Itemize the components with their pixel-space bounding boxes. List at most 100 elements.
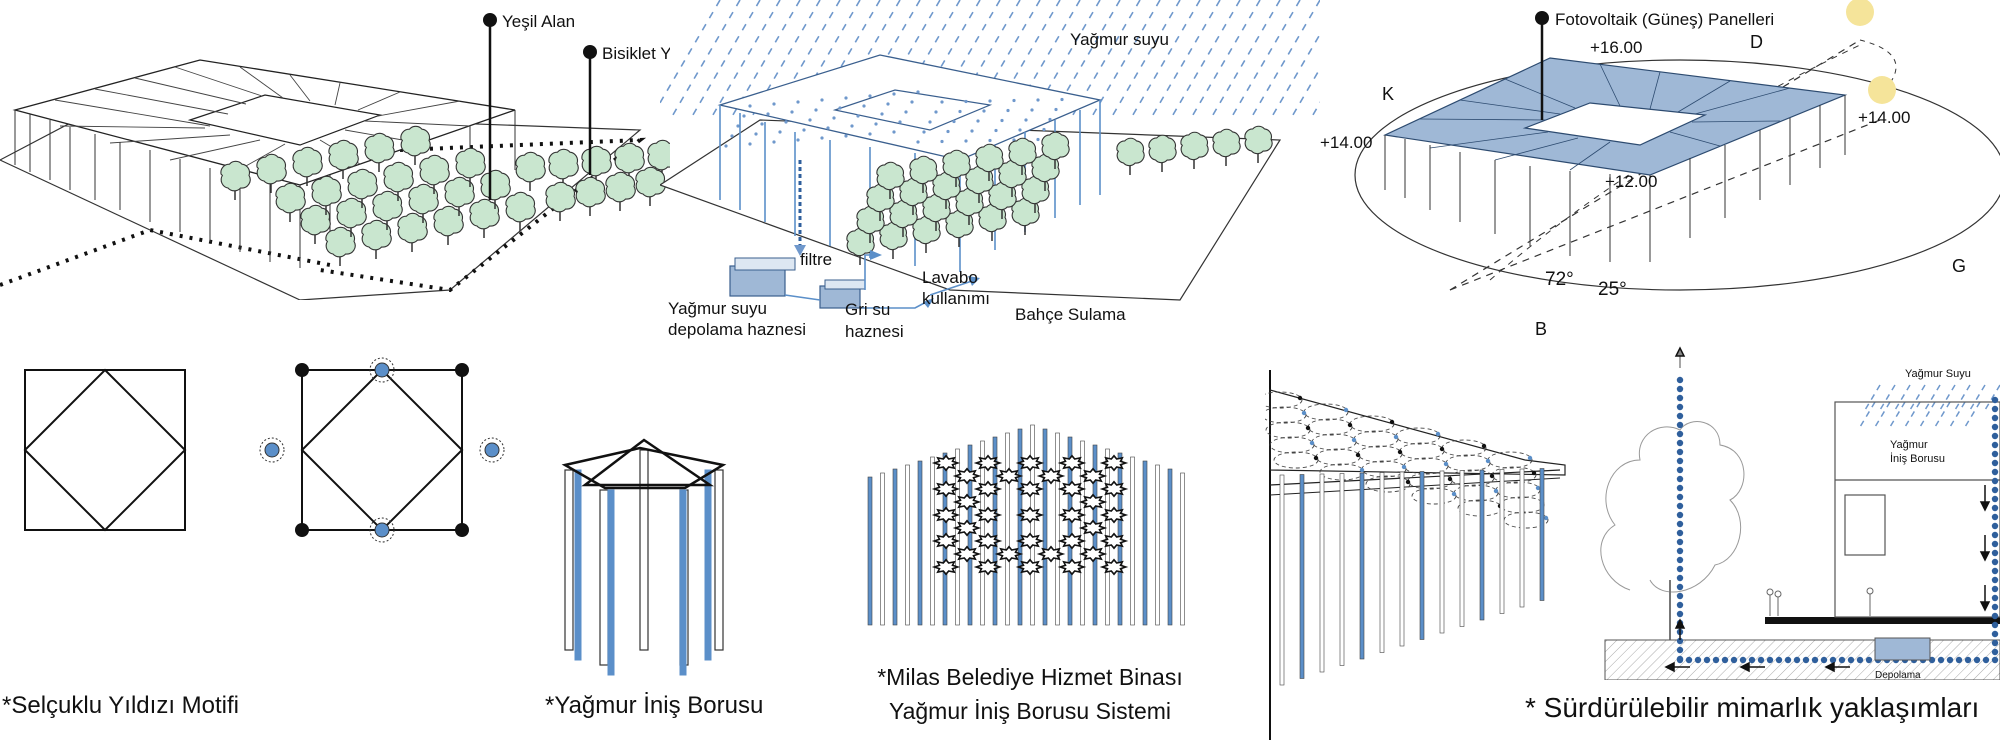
roof-dots	[724, 90, 1064, 148]
caption-selcuklu-yildizi: *Selçuklu Yıldızı Motifi	[2, 692, 239, 719]
tree-icon	[336, 197, 367, 229]
label-fotovoltaik: Fotovoltaik (Güneş) Panelleri	[1555, 10, 1774, 29]
star-unit	[1057, 506, 1087, 524]
downpipe-diagram	[540, 430, 760, 680]
tree-icon	[876, 161, 905, 191]
star-unit	[1057, 558, 1087, 576]
caption-milas-block: *Milas Belediye Hizmet Binası Yağmur İni…	[850, 660, 1210, 728]
tree-icon	[275, 182, 306, 214]
star-unit	[1078, 493, 1108, 511]
star-unit	[952, 493, 982, 511]
tree-icon	[932, 171, 961, 201]
label-storage-2: depolama haznesi	[668, 320, 806, 339]
green-area-diagram: Yeşil Alan Bisiklet Yolu	[0, 0, 670, 300]
label-elev-14-left: +14.00	[1320, 133, 1372, 152]
tree-icon	[1041, 131, 1070, 161]
building-section-diagram: Yağmur Suyu	[1590, 340, 2000, 680]
label-yesil-alan: Yeşil Alan	[502, 12, 575, 31]
label-pipe-1: Yağmur	[1890, 439, 1928, 451]
star-unit	[952, 467, 982, 485]
tree-icon	[300, 204, 331, 236]
tree-icon	[545, 181, 576, 213]
tree-icon	[1031, 153, 1060, 183]
tree-icon	[899, 177, 928, 207]
selcuk-star-diagram	[0, 340, 520, 670]
tree-icon	[383, 161, 414, 193]
tree-icon	[455, 147, 486, 179]
garden-trees	[846, 125, 1273, 265]
label-dir-g: G	[1952, 256, 1966, 276]
label-elev-16: +16.00	[1590, 38, 1642, 57]
tree-icon	[846, 227, 875, 257]
tree-icon	[955, 187, 984, 217]
tree-icon	[978, 203, 1007, 233]
caption-yagmur-inis-borusu: *Yağmur İniş Borusu	[545, 692, 764, 719]
tree-icon	[856, 205, 885, 235]
tree-icon	[397, 212, 428, 244]
star-unit	[1099, 532, 1129, 550]
star-unit	[1099, 480, 1129, 498]
tree-icon	[328, 139, 359, 171]
tree-icon	[400, 125, 431, 157]
tree-icon	[444, 176, 475, 208]
tree-icon	[480, 169, 511, 201]
star-unit	[1015, 454, 1045, 472]
tree-icon	[419, 154, 450, 186]
tree-icon	[614, 142, 645, 174]
tree-icon	[347, 168, 378, 200]
star-unit	[1036, 545, 1066, 563]
star-unit	[1057, 532, 1087, 550]
tree-icon	[515, 151, 546, 183]
label-pipe-2: İniş Borusu	[1890, 452, 1945, 465]
section-pipe-dots	[1676, 376, 1999, 664]
tree-icon	[635, 166, 666, 198]
star-unit	[931, 454, 961, 472]
milas-star-grid	[931, 454, 1129, 576]
star-unit	[1099, 454, 1129, 472]
star-unit	[1078, 519, 1108, 537]
tree-icon	[975, 143, 1004, 173]
label-dir-d: D	[1750, 32, 1763, 52]
tree-icon	[647, 139, 670, 171]
star-unit	[994, 467, 1024, 485]
label-bisiklet-yolu: Bisiklet Yolu	[602, 44, 670, 63]
tree-icon	[581, 145, 612, 177]
tree-icon	[256, 153, 287, 185]
tree-icon	[889, 199, 918, 229]
tree-icon	[505, 191, 536, 223]
tree-icon	[1212, 128, 1241, 158]
tree-icon	[965, 165, 994, 195]
star-unit	[1057, 480, 1087, 498]
star-unit	[1078, 545, 1108, 563]
star-unit	[973, 480, 1003, 498]
star-unit	[973, 532, 1003, 550]
label-elev-12: +12.00	[1605, 172, 1657, 191]
tree-icon	[922, 193, 951, 223]
label-angle-25: 25°	[1598, 279, 1627, 300]
tree-icon	[364, 132, 395, 164]
tree-icon	[433, 205, 464, 237]
milas-roof-system	[860, 395, 1200, 660]
star-unit	[973, 506, 1003, 524]
tree-icon	[1011, 197, 1040, 227]
label-lavabo-2: kullanımı	[922, 289, 990, 308]
star-unit	[1015, 480, 1045, 498]
star-unit	[931, 532, 961, 550]
star-unit	[1099, 506, 1129, 524]
star-unit	[1015, 558, 1045, 576]
star-unit	[1057, 454, 1087, 472]
tree-cluster	[220, 125, 670, 266]
label-angle-72: 72°	[1545, 269, 1574, 290]
tree-icon	[325, 226, 356, 258]
label-depolama: Depolama	[1875, 670, 1921, 680]
tree-icon	[311, 175, 342, 207]
star-unit	[931, 480, 961, 498]
label-gri-su-1: Gri su	[845, 300, 890, 319]
star-unit	[1036, 467, 1066, 485]
star-unit	[952, 545, 982, 563]
roof-star-pattern	[1265, 391, 1549, 529]
tree-icon	[548, 148, 579, 180]
tree-icon	[866, 183, 895, 213]
tree-icon	[1116, 137, 1145, 167]
star-unit	[994, 545, 1024, 563]
